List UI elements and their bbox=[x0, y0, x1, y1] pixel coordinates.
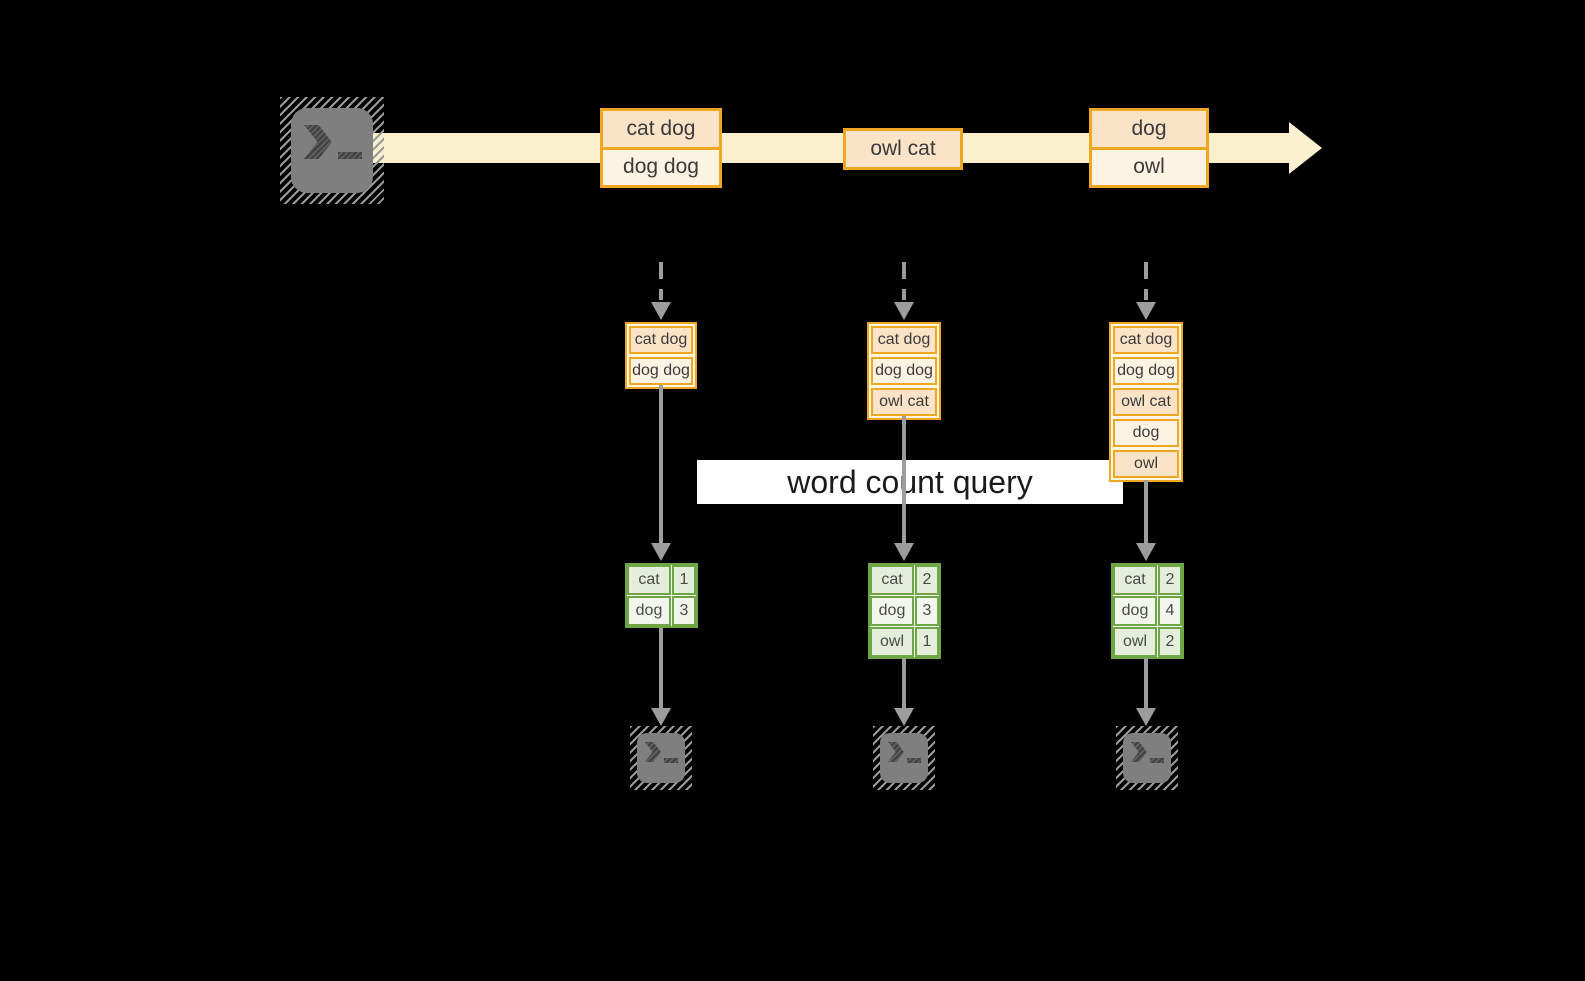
arrow-head-icon bbox=[651, 708, 671, 726]
stream-record: owl cat bbox=[846, 131, 960, 167]
dashed-arrow-head-icon bbox=[894, 302, 914, 320]
arrow-line bbox=[659, 385, 663, 543]
word-cell: dog bbox=[627, 596, 671, 626]
microbatch-row: dog dog bbox=[1113, 357, 1179, 385]
count-cell: 3 bbox=[915, 596, 939, 626]
count-cell: 2 bbox=[1158, 565, 1182, 595]
word-cell: owl bbox=[1113, 627, 1157, 657]
count-cell: 3 bbox=[672, 596, 696, 626]
terminal-screen bbox=[637, 733, 685, 783]
prompt-chevron-icon bbox=[645, 742, 661, 762]
wordcount-table-3: cat 2 dog 4 owl 2 bbox=[1111, 563, 1184, 659]
terminal-screen bbox=[291, 108, 373, 193]
microbatch-row: dog bbox=[1113, 419, 1179, 447]
word-cell: cat bbox=[627, 565, 671, 595]
word-cell: dog bbox=[1113, 596, 1157, 626]
count-cell: 1 bbox=[672, 565, 696, 595]
wordcount-table-2: cat 2 dog 3 owl 1 bbox=[868, 563, 941, 659]
prompt-chevron-icon bbox=[1131, 742, 1147, 762]
arrow-line bbox=[659, 628, 663, 708]
source-terminal-icon bbox=[280, 97, 384, 204]
terminal-screen bbox=[1123, 733, 1171, 783]
arrow-head-icon bbox=[1136, 543, 1156, 561]
microbatch-row: cat dog bbox=[1113, 326, 1179, 354]
prompt-cursor-icon bbox=[907, 758, 921, 763]
arrow-line bbox=[1144, 658, 1148, 708]
microbatch-row: cat dog bbox=[629, 326, 693, 354]
prompt-cursor-icon bbox=[338, 152, 362, 159]
stream-batch-2: owl cat bbox=[843, 128, 963, 170]
stream-batch-3: dog owl bbox=[1089, 108, 1209, 188]
microbatch-row: owl cat bbox=[1113, 388, 1179, 416]
stream-record: dog dog bbox=[603, 146, 719, 185]
arrow-line bbox=[902, 416, 906, 543]
query-banner: word count query bbox=[697, 460, 1123, 504]
stream-batch-1: cat dog dog dog bbox=[600, 108, 722, 188]
arrow-line bbox=[1144, 480, 1148, 543]
microbatch-row: cat dog bbox=[871, 326, 937, 354]
microbatch-row: owl cat bbox=[871, 388, 937, 416]
arrow-head-icon bbox=[894, 708, 914, 726]
prompt-cursor-icon bbox=[664, 758, 678, 763]
prompt-chevron-icon bbox=[304, 125, 332, 159]
wordcount-table-1: cat 1 dog 3 bbox=[625, 563, 698, 628]
terminal-screen bbox=[880, 733, 928, 783]
arrow-line bbox=[902, 658, 906, 708]
word-cell: owl bbox=[870, 627, 914, 657]
microbatch-stack-2: cat dog dog dog owl cat bbox=[867, 322, 941, 420]
word-cell: cat bbox=[870, 565, 914, 595]
microbatch-stack-1: cat dog dog dog bbox=[625, 322, 697, 389]
prompt-cursor-icon bbox=[1150, 758, 1164, 763]
dashed-arrow-line bbox=[1144, 262, 1148, 300]
sink-terminal-icon bbox=[873, 726, 935, 790]
dashed-arrow-line bbox=[902, 262, 906, 300]
word-cell: cat bbox=[1113, 565, 1157, 595]
microbatch-row: owl bbox=[1113, 450, 1179, 478]
microbatch-row: dog dog bbox=[629, 357, 693, 385]
dashed-arrow-line bbox=[659, 262, 663, 300]
stream-arrow-head-icon bbox=[1289, 122, 1322, 174]
prompt-chevron-icon bbox=[888, 742, 904, 762]
sink-terminal-icon bbox=[1116, 726, 1178, 790]
dashed-arrow-head-icon bbox=[651, 302, 671, 320]
count-cell: 1 bbox=[915, 627, 939, 657]
microbatch-row: dog dog bbox=[871, 357, 937, 385]
stream-record: owl bbox=[1092, 146, 1206, 185]
sink-terminal-icon bbox=[630, 726, 692, 790]
stream-record: cat dog bbox=[603, 111, 719, 147]
count-cell: 2 bbox=[1158, 627, 1182, 657]
stream-record: dog bbox=[1092, 111, 1206, 147]
dashed-arrow-head-icon bbox=[1136, 302, 1156, 320]
arrow-head-icon bbox=[894, 543, 914, 561]
word-cell: dog bbox=[870, 596, 914, 626]
count-cell: 4 bbox=[1158, 596, 1182, 626]
arrow-head-icon bbox=[1136, 708, 1156, 726]
arrow-head-icon bbox=[651, 543, 671, 561]
microbatch-stack-3: cat dog dog dog owl cat dog owl bbox=[1109, 322, 1183, 482]
count-cell: 2 bbox=[915, 565, 939, 595]
